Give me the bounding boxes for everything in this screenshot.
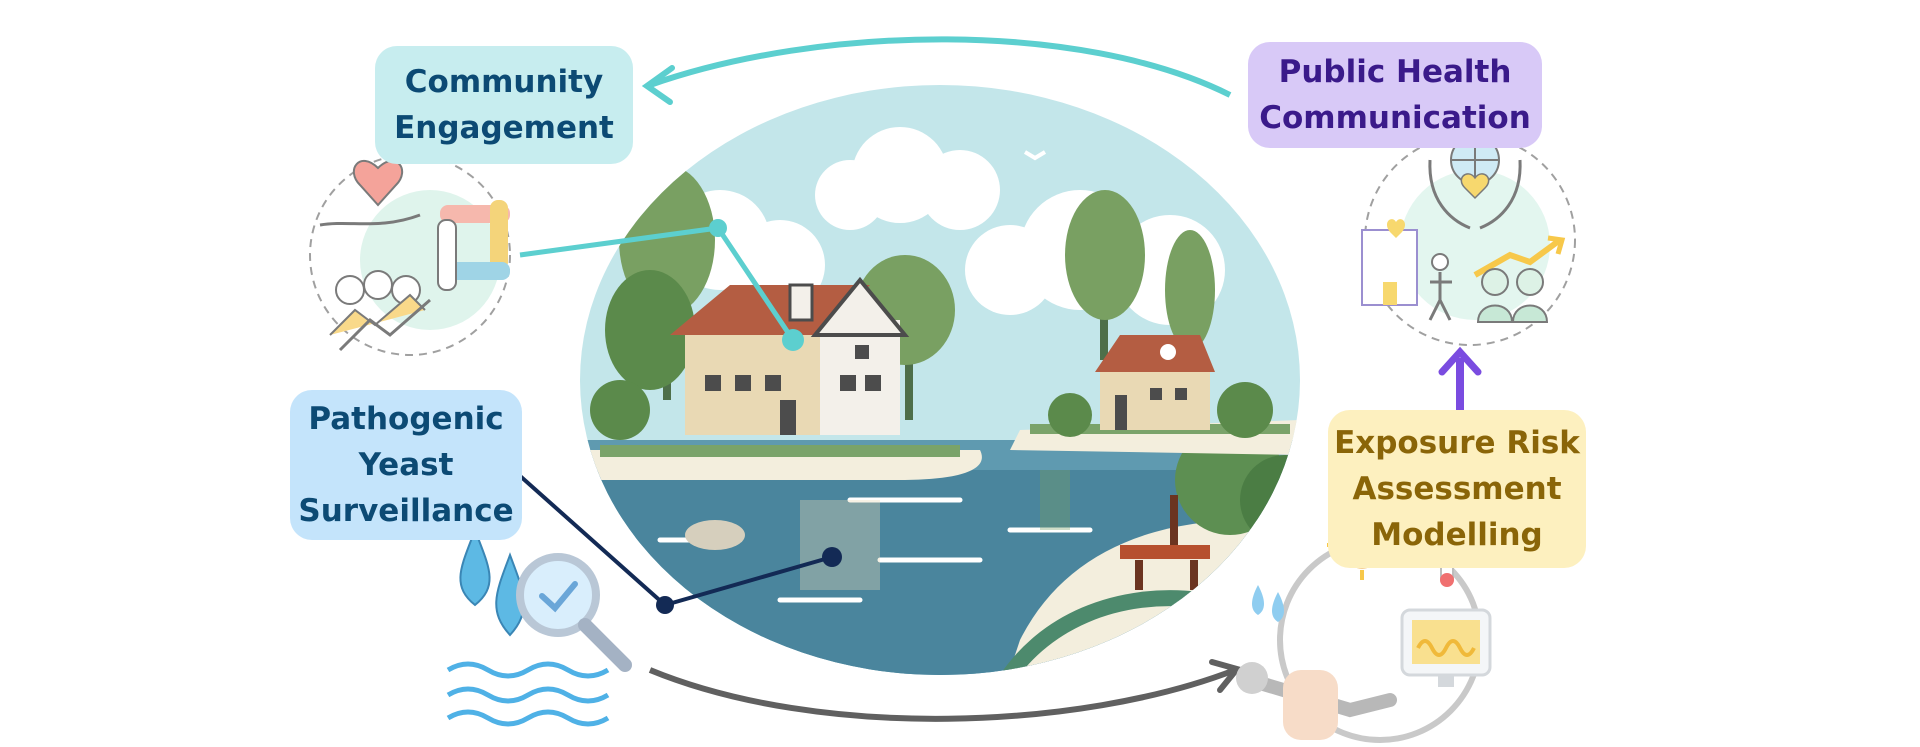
- pathogenic-yeast-surveillance-line-3: Surveillance: [298, 493, 514, 529]
- small-house: [1048, 190, 1273, 438]
- community-engagement-line-1: Community: [404, 64, 604, 100]
- bird-icon: [1023, 150, 1047, 161]
- exposure-risk-assessment-modelling-line-1: Exposure Risk: [1334, 425, 1580, 461]
- water-drops-magnifier-icon: [446, 527, 632, 727]
- exposure-risk-assessment-modelling-line-2: Assessment: [1352, 471, 1562, 507]
- pathogenic-yeast-surveillance-line-1: Pathogenic: [308, 401, 504, 437]
- gray-arrowhead: [1209, 659, 1243, 693]
- teal-arrowhead: [641, 65, 675, 105]
- arrow-pathogenic-to-exposure: [648, 667, 1237, 722]
- community-engagement-label: Community Engagement: [375, 46, 633, 164]
- public-health-communication-line-1: Public Health: [1278, 54, 1512, 90]
- hands-heart-people-icon: [309, 154, 511, 356]
- purple-arrowhead: [1438, 346, 1482, 376]
- pathogenic-yeast-surveillance-label: Pathogenic Yeast Surveillance: [290, 390, 522, 540]
- globe-hands-hospital-icon: [1361, 134, 1576, 346]
- central-landscape-illustration: [580, 85, 1300, 675]
- left-trees: [590, 165, 955, 440]
- public-health-communication-line-2: Communication: [1259, 100, 1531, 136]
- pathogenic-yeast-surveillance-line-2: Yeast: [358, 447, 454, 483]
- exposure-risk-assessment-modelling-line-3: Modelling: [1371, 517, 1543, 553]
- main-house: [670, 276, 910, 435]
- arrow-public-to-community: [649, 36, 1232, 98]
- connectors: [508, 36, 1482, 722]
- community-engagement-line-2: Engagement: [394, 110, 614, 146]
- wooden-dock: [1120, 495, 1210, 590]
- public-health-communication-label: Public Health Communication: [1248, 42, 1542, 148]
- exposure-risk-assessment-modelling-label: Exposure Risk Assessment Modelling: [1328, 410, 1586, 568]
